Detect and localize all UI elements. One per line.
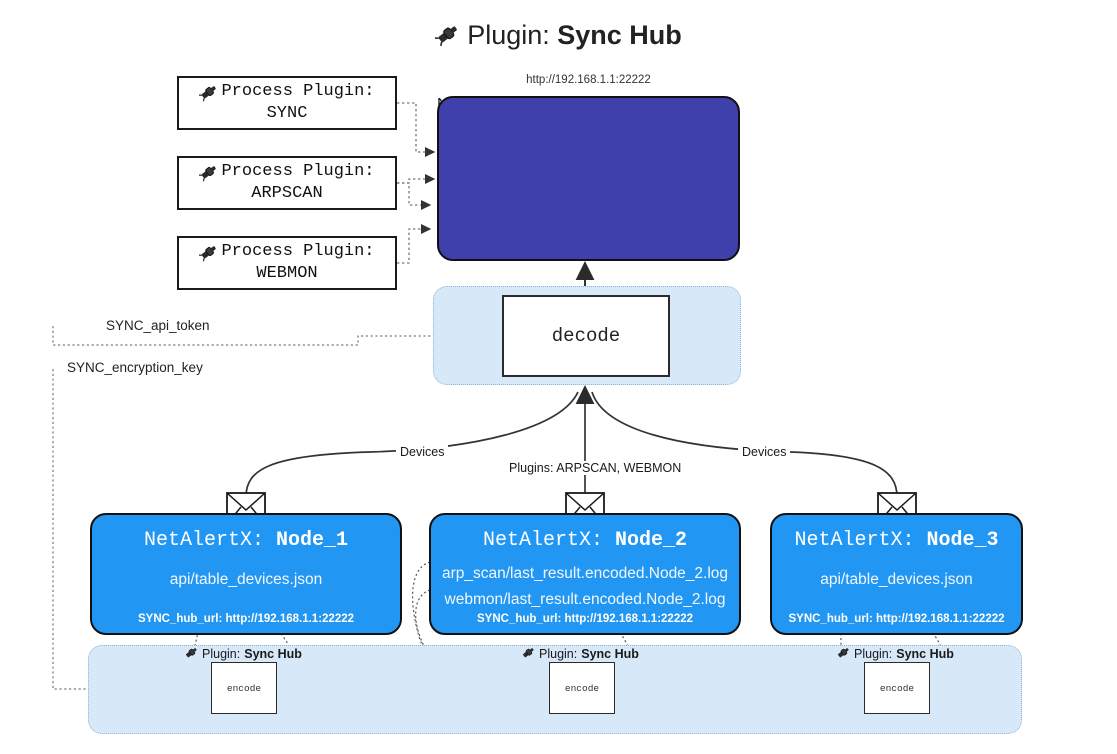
- node-footer: SYNC_hub_url: http://192.168.1.1:22222: [476, 613, 694, 625]
- encoder-plugin-name: Sync Hub: [896, 647, 954, 661]
- page-title: Plugin: Sync Hub: [0, 18, 1117, 55]
- edge-label-right-devices: Devices: [738, 445, 791, 459]
- encoder-plugin-name: Sync Hub: [581, 647, 639, 661]
- process-plugin-arpscan[interactable]: Process Plugin: ARPSCAN: [177, 156, 397, 210]
- encoder-plugin-label-1: Plugin:Sync Hub: [184, 645, 302, 663]
- node-footer: SYNC_hub_url: http://192.168.1.1:22222: [788, 613, 1005, 625]
- encoder-plugin-label-3: Plugin:Sync Hub: [836, 645, 954, 663]
- title-name: Sync Hub: [557, 20, 682, 50]
- node-title: NetAlertX: Node_3: [794, 529, 999, 552]
- node-title: NetAlertX: Node_1: [143, 529, 349, 552]
- plug-icon: [199, 162, 219, 182]
- node-box-node-1[interactable]: NetAlertX: Node_1 api/table_devices.json…: [90, 513, 402, 635]
- node-box-node-2[interactable]: NetAlertX: Node_2 arp_scan/last_result.e…: [429, 513, 741, 635]
- node-line: arp_scan/last_result.encoded.Node_2.log: [441, 565, 729, 582]
- encoder-plugin-name: Sync Hub: [244, 647, 302, 661]
- process-plugin-label: Process Plugin:: [221, 162, 375, 181]
- encode-box-node-1[interactable]: encode: [211, 662, 277, 714]
- edge-label-center-plugins: Plugins: ARPSCAN, WEBMON: [505, 461, 686, 475]
- hub-node[interactable]: NetAlertX: Hub sync/last_result.decoded.…: [437, 96, 740, 261]
- encode-box-node-3[interactable]: encode: [864, 662, 930, 714]
- title-prefix: Plugin:: [467, 20, 550, 50]
- plug-icon: [199, 242, 219, 262]
- plug-icon: [521, 645, 536, 663]
- process-plugin-label: Process Plugin:: [221, 82, 375, 101]
- plug-icon: [199, 82, 219, 102]
- node-line: api/table_devices.json: [820, 571, 973, 588]
- encoder-plugin-prefix: Plugin:: [539, 647, 578, 661]
- edge-label-left-devices: Devices: [396, 445, 449, 459]
- node-title: NetAlertX: Node_2: [482, 529, 688, 552]
- process-plugin-sync[interactable]: Process Plugin: SYNC: [177, 76, 397, 130]
- encoder-plugin-prefix: Plugin:: [202, 647, 241, 661]
- plug-icon: [836, 645, 851, 663]
- node-footer: SYNC_hub_url: http://192.168.1.1:22222: [137, 613, 355, 625]
- sync-api-token-label: SYNC_api_token: [103, 318, 213, 333]
- node-line: api/table_devices.json: [169, 571, 323, 588]
- encode-box-node-2[interactable]: encode: [549, 662, 615, 714]
- node-box-node-3[interactable]: NetAlertX: Node_3 api/table_devices.json…: [770, 513, 1023, 635]
- plug-icon: [184, 645, 199, 663]
- node-line: webmon/last_result.encoded.Node_2.log: [444, 591, 726, 608]
- process-plugin-name: ARPSCAN: [251, 184, 323, 203]
- process-plugin-label: Process Plugin:: [221, 242, 375, 261]
- process-plugin-webmon[interactable]: Process Plugin: WEBMON: [177, 236, 397, 290]
- encoder-plugin-prefix: Plugin:: [854, 647, 893, 661]
- hub-url: http://192.168.1.1:22222: [526, 74, 651, 86]
- encoder-plugin-label-2: Plugin:Sync Hub: [521, 645, 639, 663]
- process-plugin-name: WEBMON: [256, 264, 318, 283]
- sync-encryption-key-label: SYNC_encryption_key: [64, 360, 206, 375]
- plug-icon: [434, 21, 461, 55]
- decode-box[interactable]: decode: [502, 295, 670, 377]
- process-plugin-name: SYNC: [266, 104, 308, 123]
